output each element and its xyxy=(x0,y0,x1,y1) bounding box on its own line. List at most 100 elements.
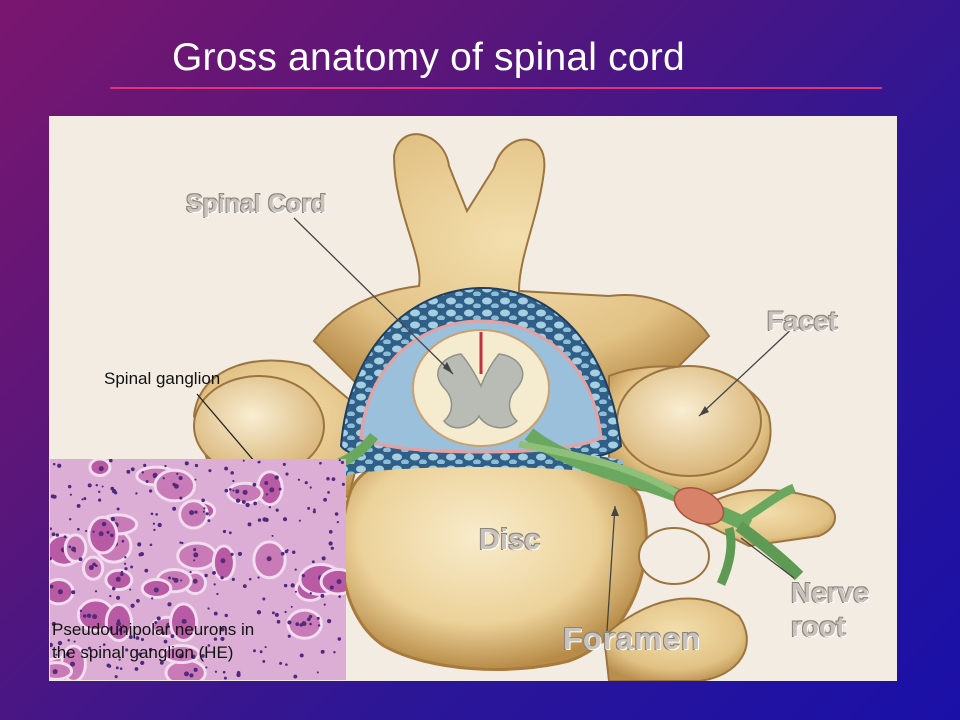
histology-inset xyxy=(50,459,346,680)
satellite-cell-nucleus xyxy=(285,472,289,476)
satellite-cell-nucleus xyxy=(69,493,72,496)
satellite-cell-nucleus xyxy=(262,660,266,663)
satellite-cell-nucleus xyxy=(272,611,275,615)
satellite-cell-nucleus xyxy=(341,482,345,486)
satellite-cell-nucleus xyxy=(264,481,269,485)
satellite-cell-nucleus xyxy=(224,488,229,493)
satellite-cell-nucleus xyxy=(170,634,175,639)
cell-nucleus xyxy=(192,578,198,584)
satellite-cell-nucleus xyxy=(110,516,116,522)
satellite-cell-nucleus xyxy=(232,479,235,483)
satellite-cell-nucleus xyxy=(207,607,210,610)
satellite-cell-nucleus xyxy=(309,592,312,595)
satellite-cell-nucleus xyxy=(283,583,288,588)
satellite-cell-nucleus xyxy=(83,497,87,501)
satellite-cell-nucleus xyxy=(135,636,140,640)
satellite-cell-nucleus xyxy=(241,499,246,504)
satellite-cell-nucleus xyxy=(81,498,84,501)
satellite-cell-nucleus xyxy=(247,522,252,527)
histology-caption: Pseudounipolar neurons in the spinal gan… xyxy=(52,618,352,664)
satellite-cell-nucleus xyxy=(109,626,113,631)
satellite-cell-nucleus xyxy=(50,494,55,499)
satellite-cell-nucleus xyxy=(124,556,127,559)
satellite-cell-nucleus xyxy=(290,583,295,588)
satellite-cell-nucleus xyxy=(213,637,218,641)
satellite-cell-nucleus xyxy=(336,520,339,524)
satellite-cell-nucleus xyxy=(86,613,92,618)
satellite-cell-nucleus xyxy=(294,590,297,593)
satellite-cell-nucleus xyxy=(57,640,63,646)
satellite-cell-nucleus xyxy=(242,459,245,462)
satellite-cell-nucleus xyxy=(292,550,296,555)
cell-nucleus xyxy=(193,552,199,558)
satellite-cell-nucleus xyxy=(311,560,315,564)
satellite-cell-nucleus xyxy=(189,571,192,574)
satellite-cell-nucleus xyxy=(338,595,341,598)
satellite-cell-nucleus xyxy=(204,573,208,578)
satellite-cell-nucleus xyxy=(309,486,312,489)
satellite-cell-nucleus xyxy=(107,664,112,668)
cell-nucleus xyxy=(98,531,104,537)
cell-nucleus xyxy=(266,556,272,562)
satellite-cell-nucleus xyxy=(153,475,156,479)
slide-title: Gross anatomy of spinal cord xyxy=(172,36,685,79)
satellite-cell-nucleus xyxy=(235,498,241,503)
satellite-cell-nucleus xyxy=(139,551,145,557)
satellite-cell-nucleus xyxy=(257,576,260,579)
satellite-cell-nucleus xyxy=(284,610,287,614)
cell-nucleus xyxy=(57,589,63,595)
satellite-cell-nucleus xyxy=(275,508,279,512)
satellite-cell-nucleus xyxy=(193,667,198,672)
satellite-cell-nucleus xyxy=(161,631,165,635)
satellite-cell-nucleus xyxy=(224,613,228,618)
cell-nucleus xyxy=(220,558,226,564)
cell-nucleus xyxy=(88,565,94,571)
cell-nucleus xyxy=(178,653,184,659)
satellite-cell-nucleus xyxy=(115,595,121,600)
label-foramen: Foramen xyxy=(563,621,701,656)
satellite-cell-nucleus xyxy=(316,671,319,674)
satellite-cell-nucleus xyxy=(128,635,133,639)
satellite-cell-nucleus xyxy=(242,584,247,589)
satellite-cell-nucleus xyxy=(202,510,205,513)
satellite-cell-nucleus xyxy=(101,521,107,527)
satellite-cell-nucleus xyxy=(130,603,135,608)
label-disc: Disc xyxy=(479,524,541,556)
satellite-cell-nucleus xyxy=(308,614,313,619)
satellite-cell-nucleus xyxy=(323,603,326,606)
satellite-cell-nucleus xyxy=(282,462,286,466)
satellite-cell-nucleus xyxy=(194,478,197,481)
satellite-cell-nucleus xyxy=(317,624,321,627)
satellite-cell-nucleus xyxy=(82,614,87,618)
satellite-cell-nucleus xyxy=(138,652,142,656)
satellite-cell-nucleus xyxy=(163,639,168,644)
satellite-cell-nucleus xyxy=(50,642,54,648)
satellite-cell-nucleus xyxy=(316,616,320,620)
gray-matter xyxy=(437,353,524,429)
satellite-cell-nucleus xyxy=(276,619,281,624)
satellite-cell-nucleus xyxy=(306,617,311,622)
satellite-cell-nucleus xyxy=(157,522,162,528)
satellite-cell-nucleus xyxy=(57,463,62,468)
cell-nucleus xyxy=(242,489,248,495)
satellite-cell-nucleus xyxy=(297,478,301,481)
satellite-cell-nucleus xyxy=(124,567,128,571)
satellite-cell-nucleus xyxy=(164,464,167,468)
satellite-cell-nucleus xyxy=(51,621,56,627)
satellite-cell-nucleus xyxy=(77,527,80,531)
label-spinal-ganglion: Spinal ganglion xyxy=(104,369,221,388)
cell-nucleus xyxy=(173,577,179,583)
spinal-cord-arrowhead xyxy=(443,362,453,374)
satellite-cell-nucleus xyxy=(337,637,342,641)
satellite-cell-nucleus xyxy=(68,518,72,521)
satellite-cell-nucleus xyxy=(151,597,154,600)
satellite-cell-nucleus xyxy=(120,570,124,574)
satellite-cell-nucleus xyxy=(330,546,334,550)
satellite-cell-nucleus xyxy=(201,498,205,503)
satellite-cell-nucleus xyxy=(340,460,344,465)
satellite-cell-nucleus xyxy=(52,462,56,466)
satellite-cell-nucleus xyxy=(106,530,110,534)
satellite-cell-nucleus xyxy=(331,477,336,482)
satellite-cell-nucleus xyxy=(50,527,52,531)
satellite-cell-nucleus xyxy=(191,654,196,659)
